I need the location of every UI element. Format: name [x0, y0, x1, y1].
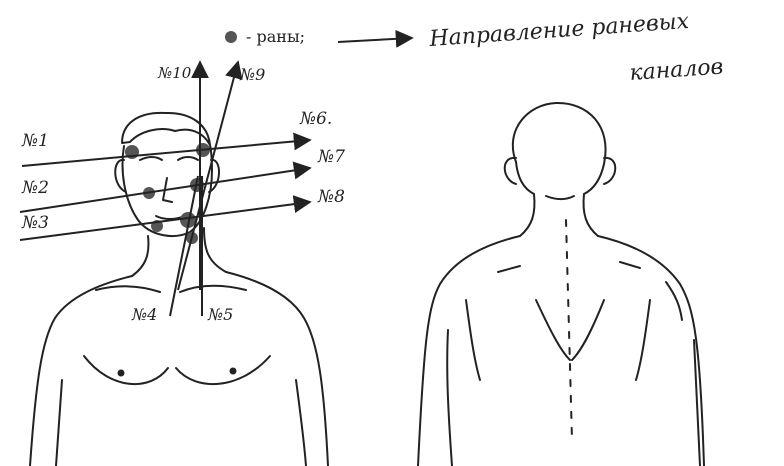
- channel-label-1: №1: [21, 131, 49, 151]
- channel-label-2: №2: [21, 178, 49, 198]
- legend-arrow: [338, 38, 412, 42]
- channel-arrow-3: [20, 202, 310, 240]
- legend-wound-dot: [225, 31, 237, 43]
- channel-labels: №1 №2 №3 №4 №5 №6. №7 №8 №9 №10: [21, 64, 345, 324]
- channel-label-9: №9: [239, 65, 265, 84]
- channel-label-8: №8: [317, 187, 345, 207]
- channel-arrows: [20, 62, 310, 316]
- legend: - раны; Направление раневых каналов: [225, 9, 724, 86]
- channel-label-5: №5: [207, 305, 233, 324]
- legend-arrow-label-1: Направление раневых: [428, 9, 691, 52]
- channel-label-7: №7: [317, 147, 345, 167]
- legend-dot-label: - раны;: [246, 27, 305, 46]
- channel-label-10: №10: [157, 64, 192, 82]
- channel-arrow-4: [170, 176, 198, 316]
- channel-label-4: №4: [131, 305, 157, 324]
- channel-arrow-2: [20, 168, 310, 212]
- channel-label-3: №3: [21, 213, 49, 233]
- channel-arrow-1: [22, 140, 310, 166]
- back-figure: [418, 103, 704, 466]
- channel-label-6: №6.: [299, 109, 332, 129]
- legend-arrow-label-2: каналов: [629, 54, 724, 85]
